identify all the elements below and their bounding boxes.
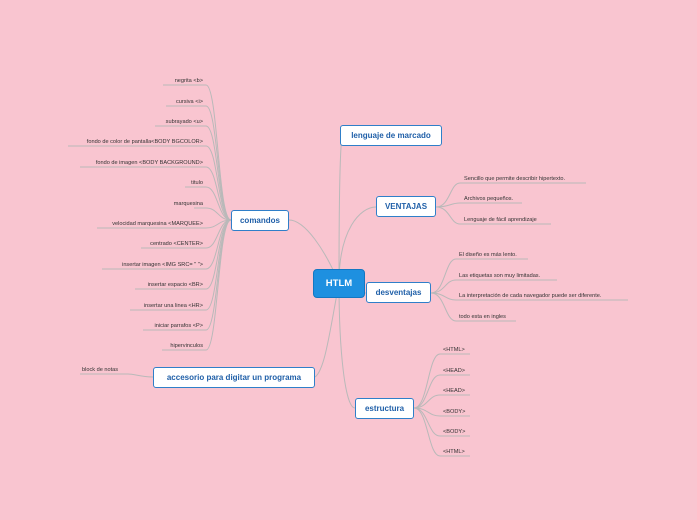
link-accesorio-leaf: [127, 373, 154, 378]
estructura-item: <BODY>: [443, 429, 466, 435]
branch-estructura[interactable]: estructura: [355, 398, 414, 419]
branch-ventajas[interactable]: VENTAJAS: [376, 196, 436, 217]
comandos-item: insertar imagen <IMG SRC= " ">: [122, 262, 203, 268]
comandos-item: iniciar parrafos <P>: [154, 323, 203, 329]
link-ventajas-leaf: [435, 202, 461, 208]
comandos-item: centrado <CENTER>: [150, 241, 203, 247]
link-ventajas-leaf: [435, 206, 461, 225]
link-estructura-leaf: [413, 353, 441, 409]
desventajas-item: La interpretación de cada navegador pued…: [459, 293, 602, 299]
link-estructura-leaf: [413, 374, 441, 409]
comandos-item: insertar una linea <HR>: [143, 303, 203, 309]
accesorio-item: block de notas: [82, 367, 119, 373]
link-comandos-leaf: [205, 105, 232, 221]
comandos-item: fondo de imagen <BODY BACKGROUND>: [95, 160, 203, 166]
estructura-item: <HEAD>: [443, 368, 466, 374]
comandos-item: hipervinculos: [170, 343, 203, 349]
link-estructura-leaf: [413, 394, 441, 409]
center-node[interactable]: HTLM: [313, 269, 365, 298]
link-desventajas-leaf: [430, 258, 457, 294]
link-comandos-leaf: [205, 166, 232, 221]
ventajas-item: Lenguaje de fácil aprendizaje: [464, 217, 537, 223]
comandos-item: subrayado <u>: [165, 119, 203, 125]
comandos-item: cursiva <i>: [175, 99, 203, 105]
link-desventajas-leaf: [430, 279, 457, 294]
link-comandos-leaf: [205, 125, 232, 221]
link-comandos-leaf: [205, 219, 232, 351]
comandos-item: fondo de color de pantalla<BODY BGCOLOR>: [86, 139, 203, 145]
link-comandos-leaf: [205, 84, 232, 221]
branch-lenguaje-de-marcado[interactable]: lenguaje de marcado: [340, 125, 442, 146]
estructura-item: <BODY>: [443, 409, 466, 415]
comandos-item: insertar espacio <BR>: [147, 282, 203, 288]
link-comandos-leaf: [205, 207, 232, 221]
link-comandos-leaf: [205, 186, 232, 221]
link-desventajas-leaf: [430, 292, 457, 322]
link-estructura-leaf: [413, 407, 441, 437]
desventajas-item: El diseño es más lento.: [459, 252, 517, 258]
comandos-item: marquesina: [173, 201, 203, 207]
comandos-item: negrita <b>: [174, 78, 203, 84]
estructura-item: <HTML>: [443, 347, 465, 353]
estructura-item: <HTML>: [443, 449, 465, 455]
ventajas-item: Archivos pequeños.: [464, 196, 514, 202]
branch-comandos[interactable]: comandos: [231, 210, 289, 231]
desventajas-item: todo esta en ingles: [459, 314, 506, 320]
link-estructura: [338, 282, 356, 409]
desventajas-item: Las etiquetas son muy limitadas.: [459, 273, 541, 279]
link-estructura-leaf: [413, 407, 441, 457]
branch-accesorio[interactable]: accesorio para digitar un programa: [153, 367, 315, 388]
comandos-item: titulo: [191, 180, 203, 186]
ventajas-item: Sencillo que permite describir hipertext…: [464, 176, 566, 182]
link-ventajas-leaf: [435, 182, 461, 208]
branch-desventajas[interactable]: desventajas: [366, 282, 431, 303]
link-ventajas: [338, 206, 377, 284]
link-comandos-leaf: [205, 219, 232, 331]
estructura-item: <HEAD>: [443, 388, 466, 394]
comandos-item: velocidad marquesina <MARQUEE>: [112, 221, 203, 227]
